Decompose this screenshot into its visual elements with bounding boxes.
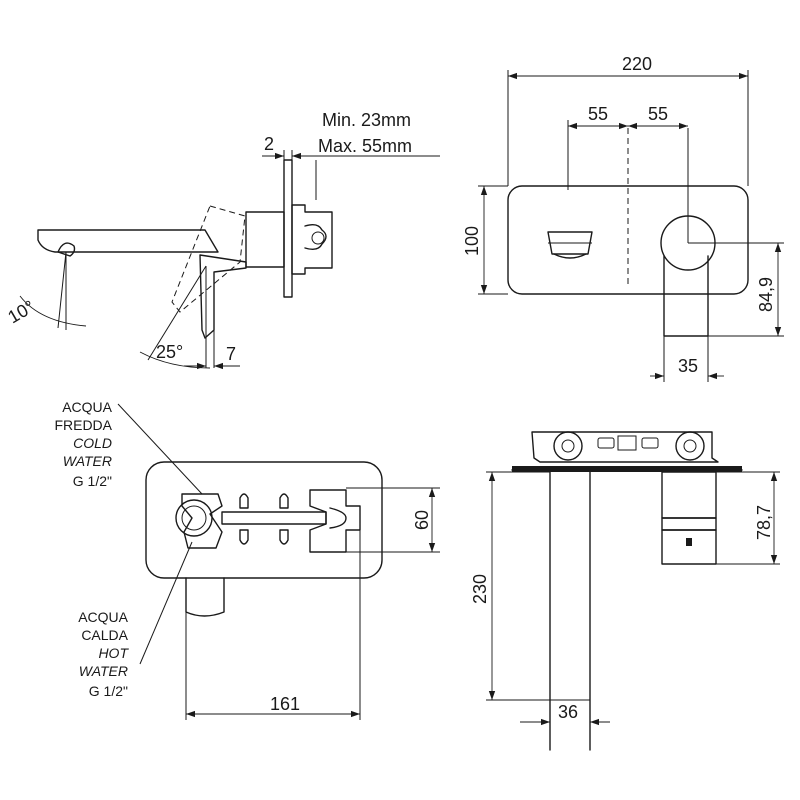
spout-stem [663,255,709,337]
cold-line-1: ACQUA [62,399,112,415]
bracket-2-top [279,493,289,509]
hot-line-5: G 1/2" [89,683,128,699]
side-view: 10° 25° 7 2 Min. 23mm Max. 55mm [4,110,440,370]
valve-label-center [617,435,637,451]
bracket-1-top [239,493,249,509]
lever-handle [661,529,717,565]
cartridge-housing [291,204,333,275]
hot-valve [309,489,361,553]
spout-height-label: 84,9 [756,277,776,312]
cover-plate [507,185,749,295]
cartridge-center [311,231,325,245]
bracket-2-bottom [279,529,289,545]
cold-callout-leader [117,403,203,495]
spout-angle-label: 10° [4,296,38,327]
valve-port-right [675,431,705,461]
spout-width-label: 35 [678,356,698,376]
valve-port-right-core [683,439,697,453]
width-label: 220 [622,54,652,74]
diverter-slot [547,231,593,255]
hot-line-2: CALDA [81,627,128,643]
right-spacing-label: 55 [648,104,668,124]
lever-collar [661,517,717,531]
depth-label: 60 [412,510,432,530]
valve-port-left [553,431,583,461]
lever-angle-label: 25° [156,342,183,362]
hot-valve-knob [329,507,347,529]
hot-callout: ACQUA CALDA HOT WATER G 1/2" [78,609,129,699]
lever-open-position [171,205,246,313]
front-view: 220 55 55 100 84,9 35 [462,54,784,382]
plan-plate [145,461,383,579]
body-height-label: 230 [470,574,490,604]
spout [37,229,219,253]
outlet-width-label: 36 [558,702,578,722]
plan-spout [185,577,225,617]
wall-max-label: Max. 55mm [318,136,412,156]
connector-pipe [221,511,327,525]
bracket-1-bottom [239,529,249,545]
cold-line-4: WATER [63,453,112,469]
hot-line-4: WATER [79,663,128,679]
valve-body [245,211,285,268]
spout-angle-arc [19,295,87,327]
hot-line-1: ACQUA [78,609,128,625]
cartridge-knob [304,223,327,251]
lever-height-label: 78,7 [754,505,774,540]
left-spacing-label: 55 [588,104,608,124]
cold-line-3: COLD [73,435,112,451]
plan-view: 60 161 [117,403,440,720]
cold-line-5: G 1/2" [73,473,112,489]
lever-body [661,471,717,519]
body-view: 230 78,7 36 [470,431,780,751]
valve-label-right [641,437,659,449]
wall-min-label: Min. 23mm [322,110,411,130]
hot-callout-leader [139,541,193,665]
cold-line-2: FREDDA [54,417,112,433]
hot-line-3: HOT [98,645,129,661]
projection-label: 2 [264,134,274,154]
cold-callout: ACQUA FREDDA COLD WATER G 1/2" [54,399,112,489]
lever-offset-label: 7 [226,344,236,364]
cold-valve [181,493,223,549]
cold-inlet-core [181,505,207,531]
wall-plate [283,159,293,298]
diverter-slot-base [553,253,587,259]
valve-label-left [597,437,615,449]
length-label: 161 [270,694,300,714]
lever-indicator [686,538,692,546]
wall-band [512,466,742,472]
valve-housing [531,431,719,463]
lever-angle-line [147,265,207,361]
lever [199,254,247,339]
height-label: 100 [462,226,482,256]
valve-port-left-core [561,439,575,453]
spout-angle-line [57,251,67,329]
spout-aerator [57,242,76,257]
